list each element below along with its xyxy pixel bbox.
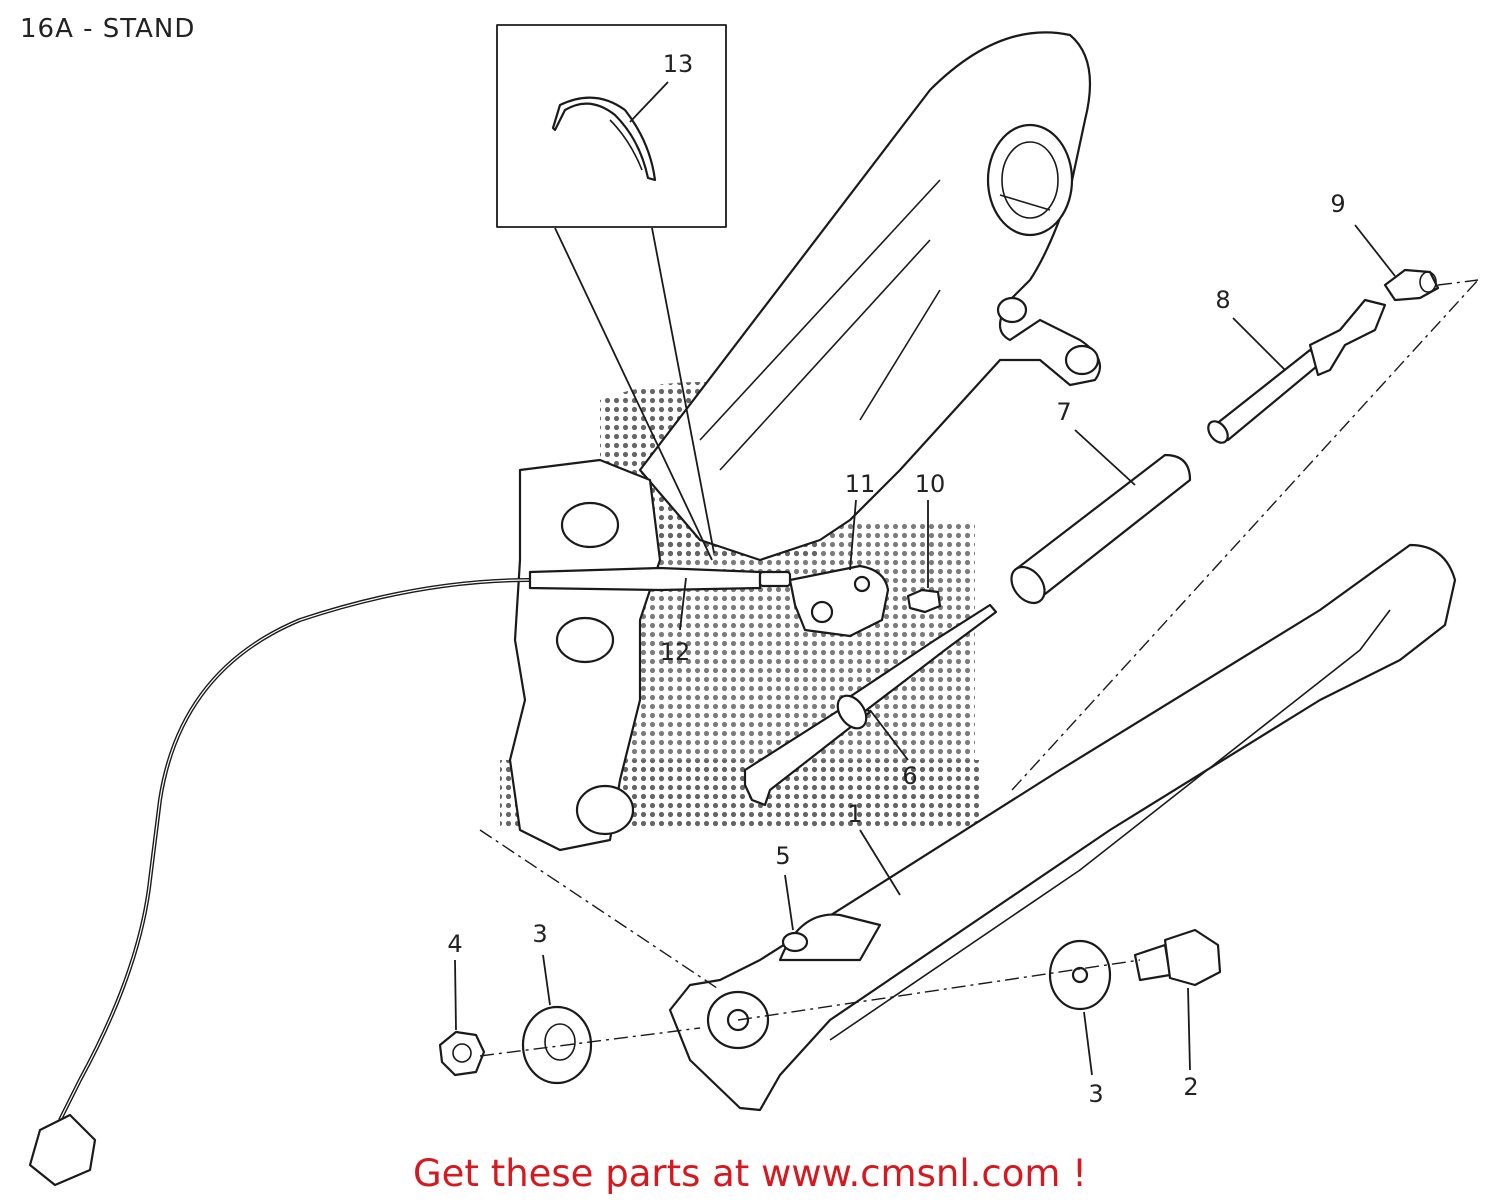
callout-9: 9: [1330, 190, 1345, 218]
callout-1: 1: [847, 800, 862, 828]
nut-4: [438, 1030, 486, 1077]
leader-lines: [454, 81, 1396, 1076]
callout-6: 6: [902, 762, 917, 790]
page-title: 16A - STAND: [20, 14, 196, 44]
callout-11: 11: [845, 470, 876, 498]
mounting-plate: [508, 458, 662, 852]
washer-3-right: [1048, 939, 1112, 1011]
callout-2: 2: [1183, 1073, 1198, 1101]
callout-13: 13: [663, 50, 694, 78]
footer-link[interactable]: Get these parts at www.cmsnl.com !: [412, 1152, 1087, 1195]
spring-6: [743, 603, 998, 807]
spring-plug-9: [1383, 268, 1440, 302]
pin-5: [781, 931, 809, 953]
callout-12: 12: [660, 638, 691, 666]
callout-8: 8: [1215, 286, 1230, 314]
frame-bracket: [638, 31, 1102, 562]
sensor-cable: [28, 566, 792, 1187]
side-stand-sensor: [788, 564, 890, 638]
callout-7: 7: [1056, 398, 1071, 426]
sleeve-7: [1010, 453, 1192, 605]
inset-box-13: [496, 24, 727, 228]
screw-10: [906, 588, 942, 614]
bolt-2: [1133, 928, 1222, 987]
callout-4: 4: [447, 930, 462, 958]
callout-3-left: 3: [532, 920, 547, 948]
spring-8: [1207, 298, 1387, 444]
callout-5: 5: [775, 842, 790, 870]
side-stand-1: [668, 543, 1457, 1112]
callout-10: 10: [915, 470, 946, 498]
bushing-3-left: [521, 1005, 593, 1085]
assembly-lines: [479, 279, 1479, 1057]
callout-3-right: 3: [1088, 1080, 1103, 1108]
